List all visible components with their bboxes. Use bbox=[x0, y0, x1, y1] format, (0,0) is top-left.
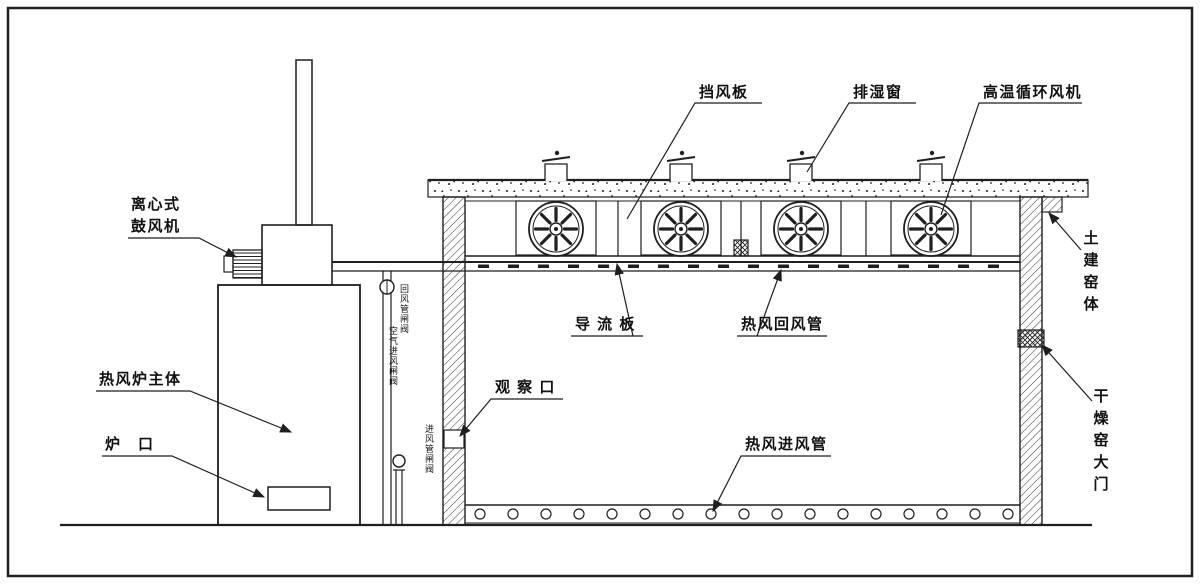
leader-return-duct bbox=[737, 270, 827, 337]
centrifugal-blower bbox=[232, 249, 263, 279]
inlet-duct-holes bbox=[474, 508, 1014, 520]
label-blower-line1: 离心式 bbox=[131, 195, 181, 213]
label-baffle: 挡风板 bbox=[699, 83, 749, 101]
leader-furnace-mouth bbox=[102, 455, 266, 498]
label-inlet-duct: 热风进风管 bbox=[745, 435, 828, 453]
baffle-support-block bbox=[733, 239, 749, 257]
kiln-roof bbox=[427, 179, 1089, 198]
label-guide-plate: 导 流 板 bbox=[575, 315, 636, 333]
label-valve-return: 回风管闸阀 bbox=[399, 284, 409, 334]
leader-baffle bbox=[626, 102, 762, 220]
leader-lines bbox=[96, 102, 1093, 513]
air-piping bbox=[379, 271, 406, 524]
moisture-vent-1 bbox=[541, 149, 571, 182]
kiln-left-wall bbox=[442, 196, 466, 526]
label-furnace-mouth: 炉 口 bbox=[105, 435, 155, 453]
chimney bbox=[295, 59, 313, 226]
return-duct-slots bbox=[478, 264, 999, 268]
moisture-vents bbox=[541, 149, 946, 182]
label-valve-air-inlet: 空气进风闸阀 bbox=[388, 325, 398, 386]
circulation-fan-3 bbox=[759, 199, 843, 258]
labels: 挡风板 排湿窗 高温循环风机 离心式 鼓风机 热风炉主体 炉 口 观 察 口 导… bbox=[99, 83, 1109, 498]
leader-blower bbox=[128, 237, 238, 258]
label-moisture-window: 排湿窗 bbox=[853, 83, 903, 101]
label-furnace-body: 热风炉主体 bbox=[99, 370, 182, 388]
label-kiln-door: 干燥窑大门 bbox=[1092, 388, 1109, 498]
label-observation-port: 观 察 口 bbox=[495, 378, 556, 396]
label-blower-line2: 鼓风机 bbox=[131, 217, 181, 235]
kiln-right-wall bbox=[1019, 196, 1043, 526]
leader-moisture-window bbox=[806, 102, 916, 173]
label-kiln-body: 土建窑体 bbox=[1082, 229, 1099, 318]
kiln-corner-stub bbox=[1041, 196, 1063, 213]
leader-guide-plate bbox=[571, 264, 643, 337]
leader-inlet-duct bbox=[712, 455, 831, 513]
return-air-duct bbox=[332, 261, 1020, 272]
blower-motor bbox=[223, 255, 234, 273]
circulation-fan-2 bbox=[639, 199, 723, 258]
furnace-upper-box bbox=[261, 224, 333, 286]
label-return-duct: 热风回风管 bbox=[741, 315, 824, 333]
border-frame bbox=[6, 6, 1194, 578]
leader-ht-fan bbox=[940, 102, 1082, 216]
leader-kiln-body bbox=[1048, 212, 1082, 251]
furnace-mouth bbox=[267, 486, 331, 511]
observation-port bbox=[443, 429, 465, 449]
hot-air-furnace bbox=[217, 59, 361, 526]
circulation-fan-1 bbox=[514, 199, 598, 258]
furnace-main-body bbox=[217, 284, 361, 526]
circulation-fan-4 bbox=[889, 199, 973, 258]
label-valve-inlet: 进风管闸阀 bbox=[424, 424, 434, 474]
hot-air-inlet-duct bbox=[465, 504, 1020, 524]
moisture-vent-2 bbox=[666, 149, 696, 182]
leader-observation-port bbox=[459, 398, 563, 437]
leader-kiln-door bbox=[1041, 344, 1093, 402]
drying-kiln bbox=[427, 178, 1089, 526]
moisture-vent-4 bbox=[916, 149, 946, 182]
label-ht-circulation-fan: 高温循环风机 bbox=[983, 83, 1082, 101]
leader-furnace-body bbox=[96, 390, 293, 433]
kiln-door-block bbox=[1017, 329, 1045, 348]
inlet-gate-valve bbox=[392, 454, 406, 468]
